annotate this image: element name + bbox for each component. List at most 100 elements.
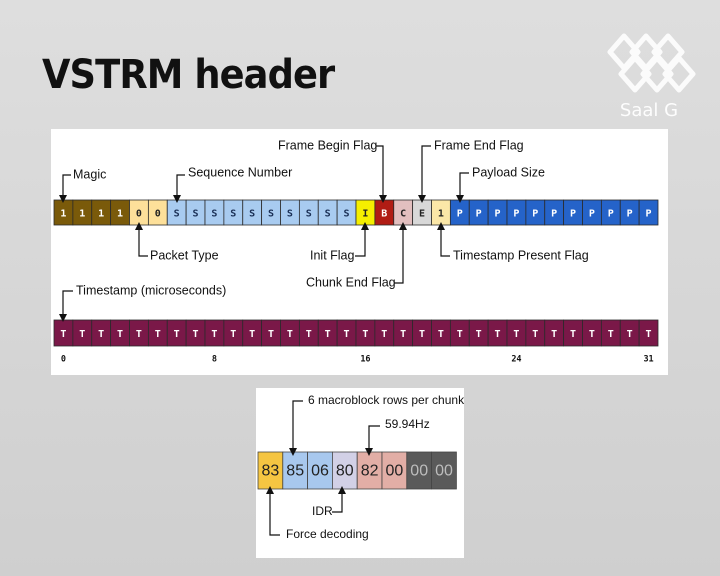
bit-cell-text: P [551,209,557,220]
extended-byte-cell: 00 [406,451,433,490]
bit-cell-text: P [608,209,614,220]
byte-cell-text: 83 [262,463,280,480]
bit-cell-text: T [608,329,614,340]
bit-cell-text: E [419,209,425,220]
byte-cell-box [431,451,457,490]
bit-cell-text: T [306,329,312,340]
timestamp-bit-cell: T [600,319,621,347]
bit-cell-text: P [532,209,538,220]
timestamp-bit-cell: T [185,319,206,347]
bit-cell-text: T [646,329,652,340]
bit-cell-text: T [344,329,350,340]
bit-cell-text: T [325,329,331,340]
header-bit-cell: B [374,199,395,226]
bit-cell-text: T [476,329,482,340]
byte-cell-text: 06 [311,463,329,480]
header-bit-cell: P [600,199,621,226]
timestamp-bit-cell: T [544,319,565,347]
bit-cell-text: S [268,209,274,220]
timestamp-bit-cell: T [317,319,338,347]
header-bit-cell: S [336,199,357,226]
bit-cell-text: T [211,329,217,340]
timestamp-bit-cell: T [242,319,263,347]
sequence-number-label: Sequence Number [188,165,292,179]
header-bit-cell: S [166,199,187,226]
header-bit-cell: S [261,199,281,226]
timestamp-bit-cell: T [355,319,376,347]
header-bit-cell: S [280,199,300,226]
bit-cell-text: P [646,209,652,220]
timestamp-label: Timestamp (microseconds) [76,283,226,297]
bit-cell-text: P [513,209,519,220]
bit-cell-text: T [627,329,633,340]
byte-cell-text: 00 [386,463,404,480]
frame-end-flag-annotation: Frame End Flag [418,138,524,203]
byte-cell-text: 82 [361,463,379,480]
payload-size-label: Payload Size [472,165,545,179]
bit-cell-box [638,319,659,347]
header-bit-cell: I [355,199,376,226]
bit-cell-text: T [513,329,519,340]
bit-cell-text: T [400,329,406,340]
timestamp-bit-cell: T [147,319,168,347]
timestamp-bit-cell: T [525,319,546,347]
macroblock-rows-label: 6 macroblock rows per chunk [308,393,464,407]
bit-cell-text: T [570,329,576,340]
bit-cell-text: P [570,209,576,220]
bit-cell-text: T [457,329,463,340]
header-bit-cell: P [468,199,489,226]
frame-end-flag-label: Frame End Flag [434,138,524,152]
timestamp-bit-cell: T [563,319,583,347]
bit-cell-text: T [60,329,66,340]
bit-cell-text: P [476,209,482,220]
magic-label: Magic [73,167,106,181]
timestamp-bit-cell: T [468,319,489,347]
bit-cell-text: S [211,209,217,220]
logo-text: Saal G [619,100,679,121]
bit-cell-text: T [155,329,161,340]
bit-index-tick: 8 [212,355,217,365]
header-bit-cell: 1 [110,199,130,226]
magic-annotation: Magic [59,167,106,203]
header-bit-cell: P [582,199,602,226]
bit-cell-text: T [532,329,538,340]
timestamp-bit-cell: T [72,319,93,347]
timestamp-bit-cell: T [223,319,244,347]
bit-cell-text: T [589,329,595,340]
bit-cell-text: 1 [98,209,104,220]
timestamp-bit-cell: T [261,319,281,347]
bit-cell-text: S [230,209,236,220]
bit-cell-text: 0 [155,209,161,220]
bit-cell-text: S [306,209,312,220]
extended-byte-cell: 00 [431,451,457,490]
bit-cell-text: S [325,209,331,220]
timestamp-bit-cell: T [91,319,112,347]
header-bit-cell: 1 [72,199,93,226]
framerate-label: 59.94Hz [385,417,430,431]
bit-cell-text: 1 [79,209,85,220]
bit-cell-text: 1 [60,209,66,220]
frame-begin-flag-label: Frame Begin Flag [278,138,377,152]
header-bit-cell: P [638,199,659,226]
bit-cell-text: S [174,209,180,220]
timestamp-bit-cell: T [110,319,130,347]
bit-cell-text: P [495,209,501,220]
chunk-end-flag-annotation: Chunk End Flag [306,222,407,289]
bit-cell-text: T [136,329,142,340]
frame-begin-flag-annotation: Frame Begin Flag [278,138,387,203]
init-flag-label: Init Flag [310,248,355,262]
timestamp-bit-cell: T [204,319,225,347]
extended-byte-cell: 80 [332,451,358,490]
force-decoding-label: Force decoding [286,527,369,541]
bit-index-tick: 31 [643,355,653,365]
bit-index-tick: 24 [511,355,521,365]
bit-cell-text: S [193,209,199,220]
timestamp-bit-cell: T [53,319,74,347]
bit-cell-text: T [381,329,387,340]
bit-cell-text: S [287,209,293,220]
timestamp-bit-cell: T [336,319,357,347]
bit-cell-text: S [249,209,255,220]
bit-cell-text: T [419,329,425,340]
timestamp-bit-cell: T [129,319,149,347]
bit-cell-text: 0 [136,209,142,220]
